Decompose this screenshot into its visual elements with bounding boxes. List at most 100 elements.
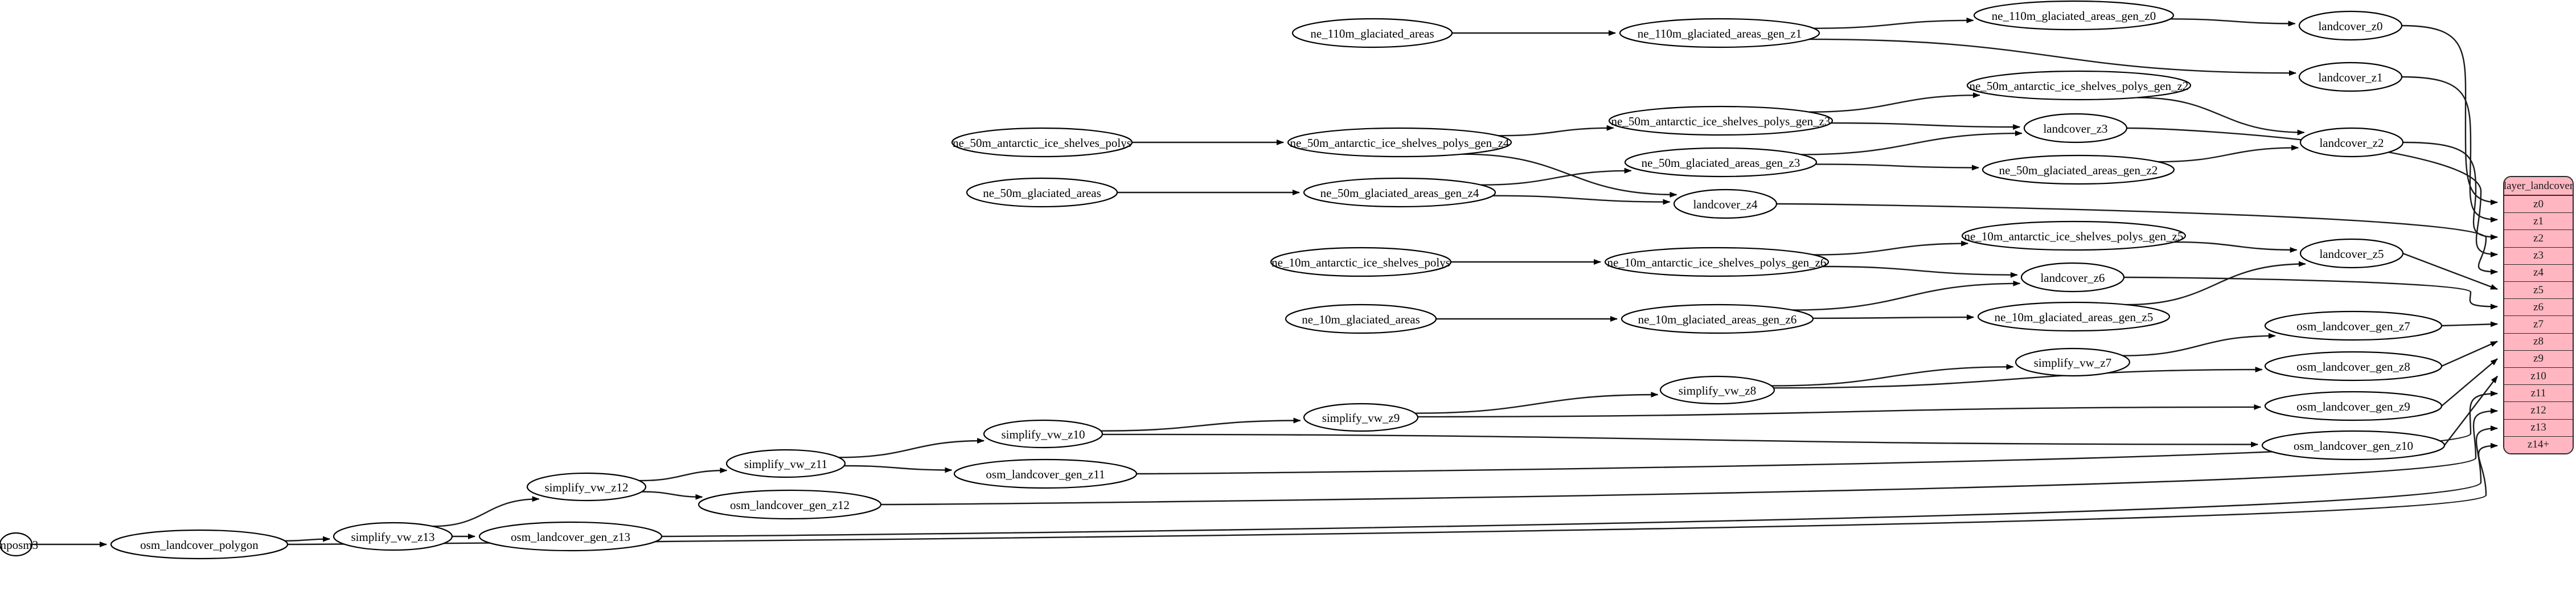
node-label: landcover_z5 <box>2319 247 2384 261</box>
node-simplify_vw_z7[interactable]: simplify_vw_z7 <box>2015 347 2131 377</box>
node-ne_10m_antarctic_ice_shelves_polys_gen_z5[interactable]: ne_10m_antarctic_ice_shelves_polys_gen_z… <box>1961 220 2187 251</box>
node-landcover_z2[interactable]: landcover_z2 <box>2299 127 2404 158</box>
node-simplify_vw_z13[interactable]: simplify_vw_z13 <box>333 522 453 551</box>
node-shape <box>478 521 663 552</box>
node-shape <box>1977 301 2171 332</box>
node-shape <box>526 472 647 502</box>
node-ne_110m_glaciated_areas_gen_z1[interactable]: ne_110m_glaciated_areas_gen_z1 <box>1619 18 1820 48</box>
node-osm_landcover_gen_z10[interactable]: osm_landcover_gen_z10 <box>2261 430 2446 461</box>
node-osm_landcover_gen_z13[interactable]: osm_landcover_gen_z13 <box>478 521 663 552</box>
node-landcover_z6[interactable]: landcover_z6 <box>2020 262 2125 293</box>
node-landcover_z3[interactable]: landcover_z3 <box>2023 113 2128 143</box>
node-ne_10m_glaciated_areas_gen_z5[interactable]: ne_10m_glaciated_areas_gen_z5 <box>1977 301 2171 332</box>
node-ne_10m_glaciated_areas_gen_z6[interactable]: ne_10m_glaciated_areas_gen_z6 <box>1621 304 1814 334</box>
node-simplify_vw_z8[interactable]: simplify_vw_z8 <box>1659 375 1775 405</box>
layer-table-row-z2[interactable]: z2 <box>2504 230 2573 248</box>
node-landcover_z5[interactable]: landcover_z5 <box>2299 238 2404 269</box>
node-ne_10m_antarctic_ice_shelves_polys[interactable]: ne_10m_antarctic_ice_shelves_polys <box>1270 247 1452 277</box>
node-ne_110m_glaciated_areas_gen_z0[interactable]: ne_110m_glaciated_areas_gen_z0 <box>1973 0 2175 31</box>
layer-table-row-z5[interactable]: z5 <box>2504 282 2573 300</box>
node-label: simplify_vw_z13 <box>351 530 435 544</box>
node-shape <box>1270 247 1452 277</box>
layer-table-row-z0[interactable]: z0 <box>2504 196 2573 214</box>
node-osm_landcover_polygon[interactable]: osm_landcover_polygon <box>110 529 289 560</box>
node-shape <box>1303 177 1496 208</box>
node-label: ne_10m_antarctic_ice_shelves_polys_gen_z… <box>1964 229 2184 243</box>
node-ne_50m_antarctic_ice_shelves_polys[interactable]: ne_50m_antarctic_ice_shelves_polys <box>951 127 1133 158</box>
layer-table-row-z6[interactable]: z6 <box>2504 299 2573 317</box>
node-shape <box>1982 154 2175 185</box>
edge-simplify_vw_z10-to-osm_landcover_gen_z10 <box>1102 433 2259 448</box>
node-simplify_vw_z12[interactable]: simplify_vw_z12 <box>526 472 647 502</box>
edge-simplify_vw_z11-to-simplify_vw_z10 <box>839 438 985 458</box>
node-landcover_z0[interactable]: landcover_z0 <box>2298 10 2403 41</box>
table-edge-layer <box>287 24 2498 546</box>
node-simplify_vw_z10[interactable]: simplify_vw_z10 <box>983 419 1104 449</box>
node-ne_10m_antarctic_ice_shelves_polys_gen_z6[interactable]: ne_10m_antarctic_ice_shelves_polys_gen_z… <box>1604 247 1830 277</box>
node-simplify_vw_z11[interactable]: simplify_vw_z11 <box>725 449 846 478</box>
node-label: landcover_z6 <box>2040 271 2105 285</box>
edge-osm_landcover_gen_z10-to-table-row <box>2444 375 2498 446</box>
node-shape <box>698 489 882 520</box>
node-label: osm_landcover_gen_z7 <box>2296 319 2410 333</box>
node-shape <box>2298 61 2403 92</box>
node-shape <box>110 529 289 560</box>
node-osm_landcover_gen_z8[interactable]: osm_landcover_gen_z8 <box>2264 351 2443 382</box>
edge-landcover_z4-to-table-row <box>1776 203 2498 275</box>
layer-table-row-z1[interactable]: z1 <box>2504 213 2573 231</box>
edge-simplify_vw_z12-to-simplify_vw_z11 <box>639 468 728 482</box>
node-landcover_z4[interactable]: landcover_z4 <box>1673 188 1778 219</box>
node-ne_50m_glaciated_areas[interactable]: ne_50m_glaciated_areas <box>966 177 1118 208</box>
node-imposm3[interactable]: imposm3 <box>0 532 38 557</box>
edge-landcover_z5-to-table-row <box>2402 252 2498 290</box>
node-ne_10m_glaciated_areas[interactable]: ne_10m_glaciated_areas <box>1285 304 1437 334</box>
node-shape <box>2264 351 2443 382</box>
node-shape <box>2015 347 2131 377</box>
node-osm_landcover_gen_z9[interactable]: osm_landcover_gen_z9 <box>2264 391 2443 421</box>
node-shape <box>0 532 33 557</box>
layer-table-row-z12[interactable]: z12 <box>2504 402 2573 420</box>
node-shape <box>2261 430 2446 461</box>
node-label: simplify_vw_z8 <box>1679 384 1757 397</box>
node-osm_landcover_gen_z7[interactable]: osm_landcover_gen_z7 <box>2264 310 2443 341</box>
layer-table-row-z10[interactable]: z10 <box>2504 368 2573 386</box>
edge-simplify_vw_z10-to-simplify_vw_z9 <box>1101 417 1301 432</box>
edge-ne_10m_antarctic_ice_shelves_polys_gen_z5-to-landcover_z5 <box>2173 241 2298 253</box>
node-shape <box>2023 113 2128 143</box>
layer-table-row-z3[interactable]: z3 <box>2504 247 2573 265</box>
node-landcover_z1[interactable]: landcover_z1 <box>2298 61 2403 92</box>
node-label: ne_10m_antarctic_ice_shelves_polys <box>1271 256 1450 269</box>
edge-ne_110m_glaciated_areas_gen_z1-to-landcover_z1 <box>1809 38 2296 76</box>
node-label: simplify_vw_z10 <box>1002 428 1085 441</box>
node-ne_50m_glaciated_areas_gen_z3[interactable]: ne_50m_glaciated_areas_gen_z3 <box>1624 147 1818 178</box>
node-label: osm_landcover_gen_z8 <box>2296 360 2410 374</box>
node-shape <box>2299 238 2404 269</box>
node-ne_50m_glaciated_areas_gen_z2[interactable]: ne_50m_glaciated_areas_gen_z2 <box>1982 154 2175 185</box>
node-ne_110m_glaciated_areas[interactable]: ne_110m_glaciated_areas <box>1291 18 1453 48</box>
node-ne_50m_glaciated_areas_gen_z4[interactable]: ne_50m_glaciated_areas_gen_z4 <box>1303 177 1496 208</box>
edge-simplify_vw_z9-to-osm_landcover_gen_z9 <box>1417 404 2262 418</box>
node-osm_landcover_gen_z12[interactable]: osm_landcover_gen_z12 <box>698 489 882 520</box>
node-shape <box>1966 70 2192 101</box>
node-osm_landcover_gen_z11[interactable]: osm_landcover_gen_z11 <box>953 458 1138 489</box>
node-ne_50m_antarctic_ice_shelves_polys_gen_z4[interactable]: ne_50m_antarctic_ice_shelves_polys_gen_z… <box>1287 127 1512 158</box>
layer-table-row-z14plus[interactable]: z14+ <box>2504 436 2573 453</box>
node-simplify_vw_z9[interactable]: simplify_vw_z9 <box>1303 403 1419 432</box>
layer-table-row-z7[interactable]: z7 <box>2504 316 2573 334</box>
node-ne_50m_antarctic_ice_shelves_polys_gen_z3[interactable]: ne_50m_antarctic_ice_shelves_polys_gen_z… <box>1608 105 1833 136</box>
node-label: ne_10m_glaciated_areas_gen_z6 <box>1638 313 1797 326</box>
node-label: ne_50m_glaciated_areas <box>983 186 1101 200</box>
node-label: ne_110m_glaciated_areas <box>1310 27 1434 40</box>
layer-table-row-z9[interactable]: z9 <box>2504 350 2573 368</box>
edge-ne_10m_glaciated_areas_gen_z5-to-landcover_z5 <box>2126 261 2306 306</box>
layer-table-row-z11[interactable]: z11 <box>2504 385 2573 403</box>
layer-table-row-z8[interactable]: z8 <box>2504 333 2573 351</box>
edge-ne_50m_glaciated_areas_gen_z3-to-ne_50m_glaciated_areas_gen_z2 <box>1815 163 1980 171</box>
node-ne_50m_antarctic_ice_shelves_polys_gen_z2[interactable]: ne_50m_antarctic_ice_shelves_polys_gen_z… <box>1966 70 2192 101</box>
layer-table-row-z4[interactable]: z4 <box>2504 264 2573 282</box>
edge-landcover_z6-to-table-row <box>2123 276 2498 310</box>
edge-ne_50m_glaciated_areas_gen_z4-to-ne_50m_glaciated_areas_gen_z3 <box>1480 167 1632 186</box>
edge-ne_10m_glaciated_areas_gen_z6-to-ne_10m_glaciated_areas_gen_z5 <box>1812 314 1975 321</box>
layer-table-row-z13[interactable]: z13 <box>2504 419 2573 437</box>
